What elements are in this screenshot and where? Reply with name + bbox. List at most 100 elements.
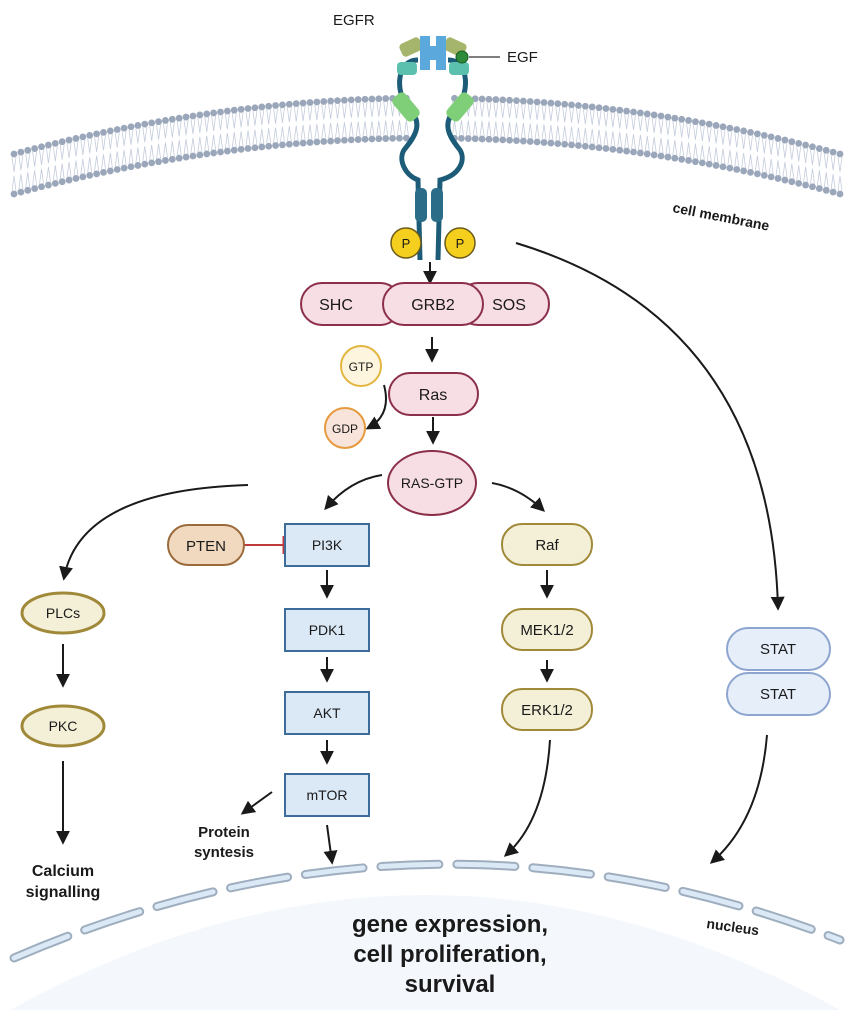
lipid-head	[657, 112, 665, 120]
grb2-node[interactable]: GRB2	[382, 282, 484, 326]
lipid-head	[320, 98, 328, 105]
pkc-node[interactable]: PKC	[20, 704, 106, 748]
erk-node[interactable]: ERK1/2	[501, 688, 593, 731]
lipid-tail	[734, 132, 740, 167]
lipid-tail	[493, 102, 499, 137]
lipid-head	[368, 135, 376, 143]
egfr-domain-left-outer	[399, 37, 423, 57]
lipid-head	[698, 159, 706, 167]
lipid-head	[815, 185, 823, 192]
lipid-tail	[803, 148, 808, 183]
lipid-head	[692, 118, 699, 126]
lipid-head	[623, 147, 631, 155]
raf-label: Raf	[535, 537, 559, 554]
stat-node-bottom[interactable]: STAT	[726, 672, 831, 716]
outcome-line2: cell proliferation,	[353, 941, 546, 968]
lipid-head	[726, 124, 734, 132]
raf-node[interactable]: Raf	[501, 523, 593, 566]
lipid-head	[72, 175, 80, 182]
lipid-head	[120, 124, 128, 132]
cell-membrane	[10, 94, 844, 198]
lipid-tail	[114, 132, 120, 167]
lipid-head	[561, 140, 569, 148]
ras-node[interactable]: Ras	[388, 372, 479, 416]
arrow-mtor-to-protein	[240, 791, 273, 815]
lipid-head	[822, 146, 830, 154]
lipid-head	[24, 146, 32, 154]
lipid-tail	[520, 103, 526, 139]
lipid-head	[506, 136, 513, 144]
lipid-tail	[699, 125, 705, 160]
lipid-head	[747, 128, 754, 136]
lipid-tail	[555, 106, 561, 141]
lipid-head	[643, 150, 651, 158]
calcium-label-line2: signalling	[26, 884, 101, 901]
lipid-head	[51, 139, 59, 147]
lipid-head	[754, 130, 761, 138]
lipid-head	[726, 164, 734, 172]
pten-node[interactable]: PTEN	[167, 524, 245, 566]
stat-node-top[interactable]: STAT	[726, 627, 831, 671]
lipid-tail	[720, 129, 726, 164]
lipid-tail	[500, 102, 506, 137]
lipid-head	[58, 138, 66, 146]
lipid-head	[100, 168, 107, 176]
lipid-tail	[101, 135, 106, 170]
lipid-tail	[355, 102, 361, 137]
nucleus-body	[10, 895, 840, 1010]
lipid-head	[747, 168, 754, 176]
pdk1-label: PDK1	[309, 622, 346, 638]
lipid-head	[774, 135, 782, 142]
lipid-head	[630, 108, 637, 116]
lipid-head	[79, 133, 87, 141]
lipid-tail	[672, 121, 678, 156]
lipid-tail	[748, 135, 753, 170]
lipid-head	[279, 141, 286, 149]
lipid-head	[802, 181, 809, 189]
mtor-node[interactable]: mTOR	[284, 773, 370, 817]
ras-gtp-node[interactable]: RAS-GTP	[387, 450, 477, 516]
lipid-tail	[603, 111, 609, 146]
lipid-tail	[624, 114, 630, 149]
arrow-rasgtp-to-pi3k	[324, 474, 383, 511]
lipid-head	[65, 136, 73, 144]
lipid-tail	[479, 101, 485, 137]
lipid-head	[285, 100, 293, 108]
plcs-node[interactable]: PLCs	[20, 591, 106, 635]
lipid-head	[568, 141, 575, 149]
pdk1-node[interactable]: PDK1	[284, 608, 370, 652]
gdp-node[interactable]: GDP	[324, 407, 366, 449]
lipid-head	[809, 183, 816, 191]
egfr-tm-right	[431, 188, 443, 222]
akt-node[interactable]: AKT	[284, 691, 370, 735]
lipid-head	[217, 108, 224, 116]
lipid-head	[31, 145, 39, 152]
lipid-head	[609, 105, 617, 113]
lipid-head	[10, 190, 18, 198]
lipid-tail	[665, 120, 671, 155]
phospho-right-label: P	[456, 236, 465, 251]
lipid-head	[740, 167, 748, 175]
arrows	[56, 242, 785, 865]
lipid-tail	[87, 138, 93, 173]
gtp-node[interactable]: GTP	[340, 345, 382, 387]
mek-node[interactable]: MEK1/2	[501, 608, 593, 651]
lipid-head	[127, 163, 135, 171]
lipid-tail	[810, 149, 815, 184]
sos-label: SOS	[492, 297, 526, 314]
pten-label: PTEN	[186, 538, 226, 555]
lipid-head	[829, 148, 837, 156]
pi3k-node[interactable]: PI3K	[284, 523, 370, 567]
lipid-head	[650, 111, 658, 119]
lipid-head	[533, 138, 541, 146]
lipid-head	[272, 142, 279, 149]
lipid-tail	[741, 133, 747, 168]
lipid-head	[788, 138, 796, 146]
lipid-head	[162, 117, 169, 124]
lipid-tail	[204, 116, 210, 151]
lipid-head	[733, 166, 741, 173]
egfr-receptor	[392, 36, 500, 261]
arrow-stat-to-nucleus	[709, 734, 768, 864]
lipid-head	[616, 146, 624, 154]
lipid-tail	[25, 153, 31, 188]
